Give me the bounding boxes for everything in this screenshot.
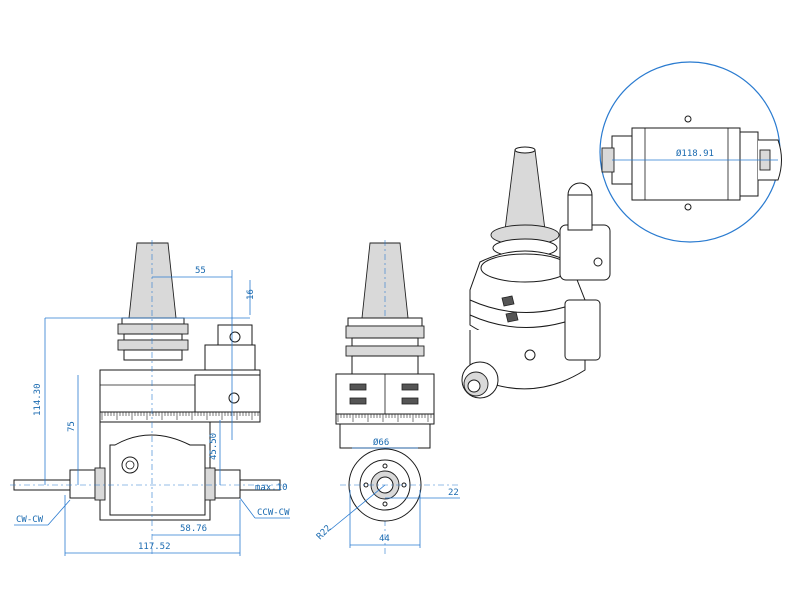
scale-ticks — [101, 412, 259, 420]
dim-r22: R22 — [315, 524, 334, 543]
dim-phi-118-91: Ø118.91 — [676, 148, 714, 159]
dim-16: 16 — [246, 289, 256, 300]
label-cw-cw: CW-CW — [16, 515, 44, 525]
dim-75: 75 — [67, 421, 77, 432]
dim-58-76: 58.76 — [180, 524, 207, 534]
dim-114-30: 114.30 — [33, 383, 43, 416]
dim-44: 44 — [379, 534, 390, 544]
dim-22: 22 — [448, 488, 459, 498]
isometric-view — [461, 146, 611, 399]
side-view — [335, 240, 460, 555]
dim-45-50: 45.50 — [209, 433, 219, 460]
dim-117-52: 117.52 — [138, 542, 171, 552]
dim-max-10: max.10 — [255, 483, 288, 493]
detail-view: Ø118.91 — [599, 61, 782, 243]
front-view — [10, 240, 290, 555]
dim-55: 55 — [195, 266, 206, 276]
side-scale-ticks — [337, 414, 432, 422]
label-ccw-cw: CCW-CW — [257, 508, 290, 518]
dim-phi-66: Ø66 — [373, 437, 389, 448]
front-dimensions: 55 16 114.30 75 45.50 max.10 58.76 117.5… — [14, 266, 290, 556]
